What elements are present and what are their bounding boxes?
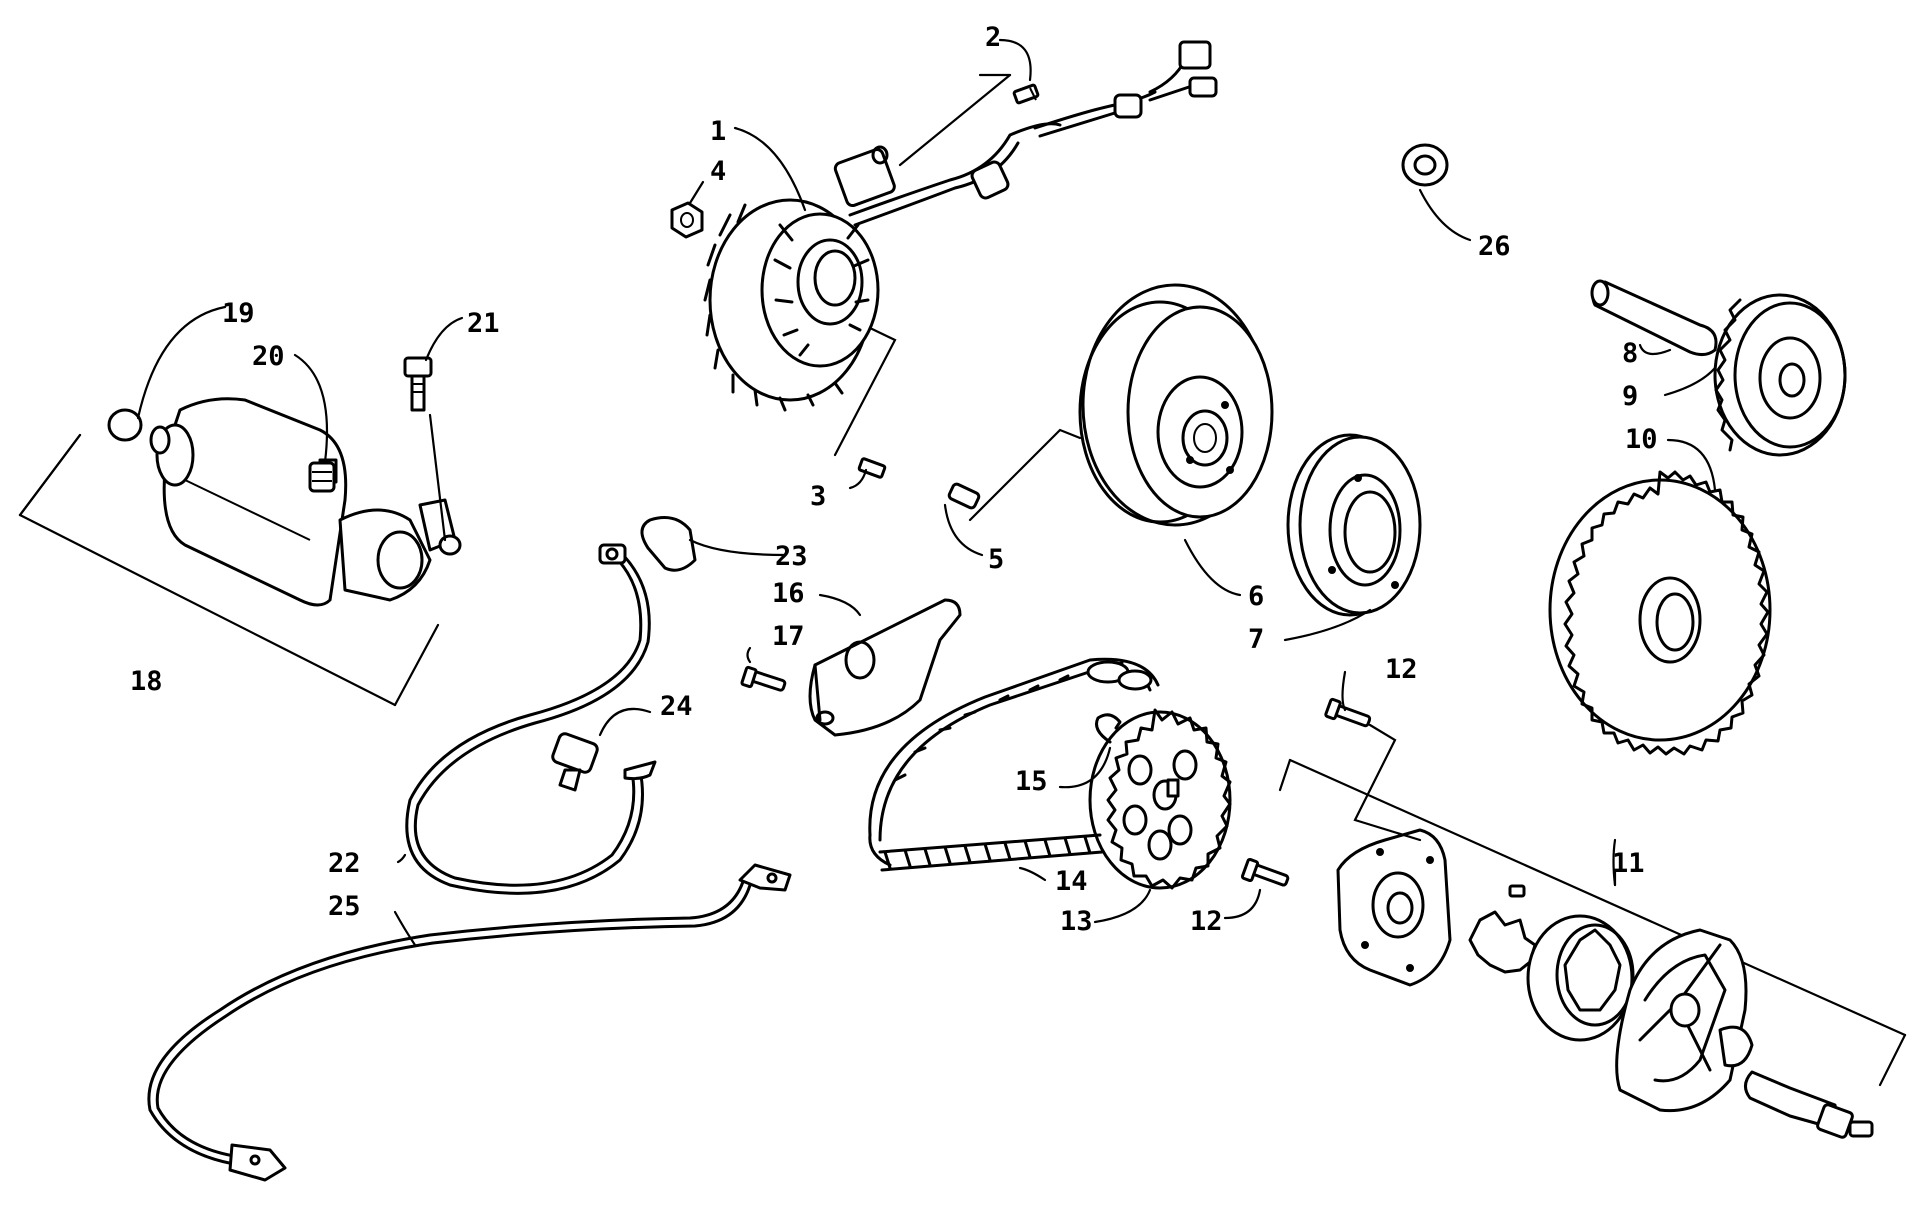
- callout-26: 26: [1478, 231, 1511, 262]
- callout-6: 6: [1248, 581, 1264, 612]
- washer[interactable]: [1401, 143, 1449, 187]
- hex-nut[interactable]: [670, 201, 704, 239]
- cable-connector[interactable]: [551, 732, 599, 792]
- inner-rotor[interactable]: [1468, 884, 1537, 974]
- callout-15: 15: [1015, 766, 1048, 797]
- callout-8: 8: [1622, 338, 1638, 369]
- callout-9: 9: [1622, 381, 1638, 412]
- cover-screw[interactable]: [740, 665, 787, 692]
- callout-25: 25: [328, 891, 361, 922]
- callout-7: 7: [1248, 624, 1264, 655]
- callout-5: 5: [988, 544, 1004, 575]
- starter-cable[interactable]: [405, 543, 657, 895]
- callout-4: 4: [710, 156, 726, 187]
- sprocket-cover[interactable]: [808, 598, 962, 737]
- callout-12-lower: 12: [1190, 906, 1223, 937]
- callout-11: 11: [1612, 848, 1645, 879]
- oil-pump-screw-upper[interactable]: [1324, 697, 1372, 728]
- driven-gear[interactable]: [1548, 470, 1772, 756]
- callout-23: 23: [775, 541, 808, 572]
- stator-screw-lower[interactable]: [857, 457, 887, 479]
- callout-16: 16: [772, 578, 805, 609]
- callout-18: 18: [130, 666, 163, 697]
- ground-cable[interactable]: [147, 863, 792, 1182]
- callout-14: 14: [1055, 866, 1088, 897]
- callout-17: 17: [772, 621, 805, 652]
- oil-pump-bracket-line: [1288, 758, 1907, 1037]
- oil-pump-body[interactable]: [1615, 928, 1754, 1113]
- callout-13: 13: [1060, 906, 1093, 937]
- starter-bolt[interactable]: [403, 356, 433, 412]
- callout-2: 2: [985, 22, 1001, 53]
- oil-pump-shaft[interactable]: [1744, 1070, 1874, 1139]
- outer-rotor[interactable]: [1526, 914, 1635, 1042]
- flywheel[interactable]: [1078, 283, 1274, 527]
- callout-19: 19: [222, 298, 255, 329]
- callout-1: 1: [710, 116, 726, 147]
- o-ring[interactable]: [107, 408, 143, 442]
- flywheel-bolt[interactable]: [947, 482, 981, 510]
- oil-pump-screw-lower[interactable]: [1240, 857, 1290, 887]
- callout-21: 21: [467, 308, 500, 339]
- idler-shaft[interactable]: [1590, 279, 1718, 357]
- callout-12-upper: 12: [1385, 654, 1418, 685]
- callout-20: 20: [252, 341, 285, 372]
- drive-sprocket[interactable]: [1088, 708, 1232, 890]
- callout-10: 10: [1625, 424, 1658, 455]
- starter-motor[interactable]: [149, 397, 462, 607]
- callout-24: 24: [660, 691, 693, 722]
- stator-screw-upper[interactable]: [1012, 83, 1040, 105]
- drive-chain[interactable]: [868, 657, 1160, 872]
- callout-22: 22: [328, 848, 361, 879]
- stator[interactable]: [703, 198, 880, 412]
- idler-gear[interactable]: [1713, 293, 1847, 457]
- terminal-boot[interactable]: [640, 516, 697, 572]
- stator-wire-harness[interactable]: [833, 40, 1218, 227]
- terminal-nut[interactable]: [308, 461, 336, 493]
- callout-3: 3: [810, 481, 826, 512]
- starter-clutch[interactable]: [1286, 433, 1422, 617]
- chain-clip[interactable]: [1095, 713, 1122, 744]
- oil-pump-cover[interactable]: [1336, 828, 1452, 987]
